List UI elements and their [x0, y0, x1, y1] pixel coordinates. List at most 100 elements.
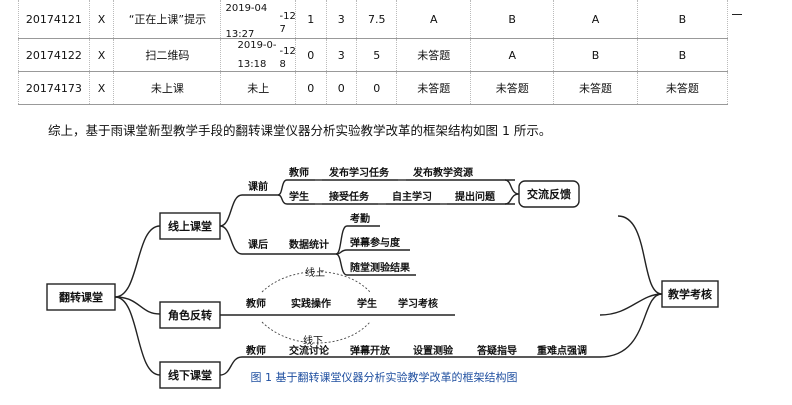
- root-label: 翻转课堂: [59, 290, 103, 304]
- student-id: 20174173: [18, 71, 90, 105]
- root-node: [46, 283, 116, 311]
- feedback-join: [504, 179, 520, 205]
- online-arc: [261, 271, 371, 293]
- figure-caption: 图 1 基于翻转课堂仪器分析实验教学改革的框架结构图: [251, 370, 518, 384]
- records-table: 20174121 X “正在上课”提示 2019-04 13:27 -12 7 …: [18, 0, 729, 105]
- practice-label: 实践操作: [291, 297, 331, 310]
- status-cell: 未上课: [113, 71, 222, 105]
- accept-task: 接受任务: [329, 190, 370, 203]
- quiz-result-label: 随堂测验结果: [350, 261, 411, 274]
- records-table-wrap: 20174121 X “正在上课”提示 2019-04 13:27 -12 7 …: [18, 0, 729, 105]
- time-date: 2019-04: [225, 3, 268, 14]
- raise-question: 提出问题: [455, 190, 496, 203]
- student-line: [277, 194, 515, 205]
- attendance-line: [335, 225, 380, 255]
- answer-cell: A: [553, 0, 638, 39]
- count-cell: 3: [325, 0, 357, 39]
- publish-task: 发布学习任务: [328, 166, 390, 179]
- self-study: 自主学习: [392, 190, 432, 203]
- time-cell: 2019-0- 13:18 -12 8: [220, 38, 297, 72]
- assess-mid-line: [599, 293, 663, 316]
- count-cell: 1: [295, 0, 327, 39]
- online-node: [159, 212, 221, 240]
- count-cell: 0: [295, 71, 327, 105]
- mark-cell: X: [88, 38, 115, 72]
- offline-arc-label: 线下: [303, 334, 323, 347]
- time-cell: 未上: [220, 71, 297, 105]
- score-cell: 5: [355, 38, 398, 72]
- status-cell: 扫二维码: [113, 38, 222, 72]
- framework-diagram: 翻转课堂 线上课堂 课前 课后 教师 发布学习任务 发布教学资源 学生 接受任务…: [46, 166, 719, 389]
- discussion-label: 交流讨论: [289, 344, 330, 357]
- feedback-node: [518, 180, 580, 208]
- offline-arc: [261, 321, 371, 344]
- student-id: 20174122: [18, 38, 90, 72]
- offline-label: 线下课堂: [168, 368, 212, 382]
- table-row: 20174122 X 扫二维码 2019-0- 13:18 -12 8 0 3 …: [18, 38, 729, 72]
- assessment-node: [661, 280, 719, 308]
- body-paragraph: 综上，基于雨课堂新型教学手段的翻转课堂仪器分析实验教学改革的框架结构如图 1 所…: [48, 123, 552, 138]
- connector-ticks: [315, 179, 447, 205]
- learning-assess: 学习考核: [398, 297, 438, 310]
- count-cell: 0: [295, 38, 327, 72]
- attendance-label: 考勤: [350, 212, 370, 225]
- answer-cell: A: [396, 0, 472, 39]
- mark-cell: X: [88, 0, 115, 39]
- count-cell: 3: [325, 38, 357, 72]
- branch-online: [114, 225, 161, 298]
- time-suffix: -12: [279, 46, 296, 57]
- table-row: 20174121 X “正在上课”提示 2019-04 13:27 -12 7 …: [18, 0, 729, 40]
- branch-after: [219, 225, 278, 255]
- time-suffix-2: 7: [279, 24, 286, 35]
- answer-cell: B: [636, 0, 729, 39]
- barrage-open-label: 弹幕开放: [350, 344, 391, 357]
- assess-bottom-line: [599, 293, 663, 358]
- publish-resource: 发布教学资源: [412, 166, 473, 179]
- online-arc-label: 线上: [305, 266, 325, 279]
- off-teacher: 教师: [245, 344, 266, 357]
- time-clock: 13:27: [225, 29, 255, 40]
- role-label: 角色反转: [168, 308, 212, 322]
- set-quiz-label: 设置测验: [413, 344, 454, 357]
- status-cell: “正在上课”提示: [113, 0, 222, 39]
- teacher-label: 教师: [288, 166, 309, 179]
- before-class-label: 课前: [248, 180, 268, 193]
- answer-cell: A: [470, 38, 555, 72]
- key-points-label: 重难点强调: [537, 344, 587, 357]
- answer-cell: 未答题: [553, 71, 638, 105]
- time-suffix-2: 8: [279, 59, 286, 70]
- margin-dash: [732, 14, 742, 15]
- online-label: 线上课堂: [168, 219, 212, 233]
- feedback-label: 交流反馈: [527, 187, 571, 201]
- score-cell: 7.5: [355, 0, 398, 39]
- role-teacher: 教师: [245, 297, 266, 310]
- barrage-line: [335, 249, 410, 255]
- answer-cell: B: [553, 38, 638, 72]
- answer-cell: 未答题: [396, 71, 472, 105]
- assess-top-line: [617, 215, 663, 295]
- score-cell: 0: [355, 71, 398, 105]
- teacher-line: [277, 179, 515, 196]
- offline-line: [219, 356, 600, 376]
- answer-cell: 未答题: [470, 71, 555, 105]
- mark-cell: X: [88, 71, 115, 105]
- quiz-line: [335, 253, 416, 276]
- time-clock: 13:18: [237, 59, 267, 70]
- time-date: 2019-0-: [237, 40, 277, 51]
- branch-role: [114, 296, 161, 315]
- answer-cell: B: [636, 38, 729, 72]
- role-node: [159, 301, 221, 329]
- role-student: 学生: [357, 297, 377, 310]
- time-cell: 2019-04 13:27 -12 7: [220, 0, 297, 40]
- answer-cell: 未答题: [396, 38, 472, 72]
- branch-before: [219, 194, 278, 227]
- count-cell: 0: [325, 71, 357, 105]
- answer-guide-label: 答疑指导: [476, 344, 517, 357]
- offline-node: [159, 361, 221, 389]
- table-row: 20174173 X 未上课 未上 0 0 0 未答题 未答题 未答题 未答题: [18, 71, 729, 105]
- data-stats-label: 数据统计: [289, 238, 329, 251]
- student-label: 学生: [289, 190, 309, 203]
- answer-cell: 未答题: [636, 71, 729, 105]
- after-class-label: 课后: [248, 238, 268, 251]
- student-id: 20174121: [18, 0, 90, 39]
